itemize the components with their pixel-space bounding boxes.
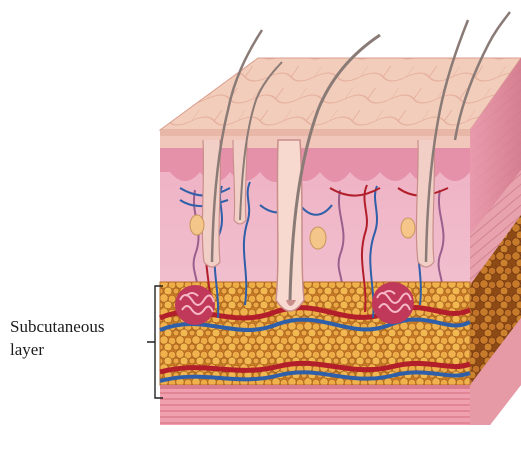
muscle-fascia-layer: [160, 385, 470, 425]
sebaceous-gland-right: [401, 218, 415, 238]
sebaceous-gland-left: [190, 215, 204, 235]
sebaceous-gland-center: [310, 227, 326, 249]
sweat-gland-left: [175, 285, 215, 325]
sweat-gland-right: [372, 282, 414, 324]
label-subcutaneous: Subcutaneous: [10, 317, 104, 336]
subcutaneous-layer-callout: Subcutaneous layer: [10, 286, 163, 398]
label-layer: layer: [10, 340, 44, 359]
